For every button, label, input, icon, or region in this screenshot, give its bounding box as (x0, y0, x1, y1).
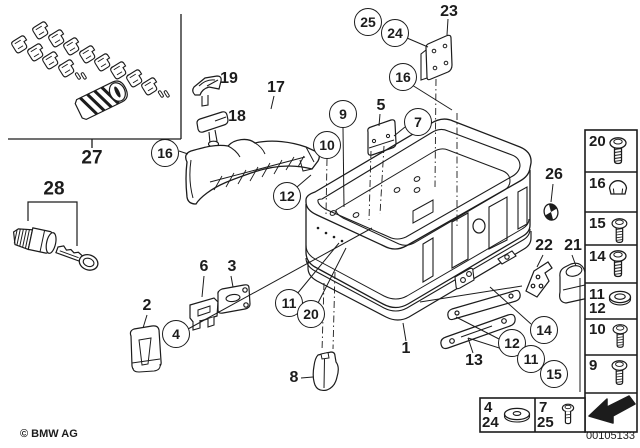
callout-circle-24: 24 (381, 19, 409, 47)
legend-label-14: 14 (589, 248, 606, 265)
callout-circle-16-top: 16 (389, 63, 417, 91)
callout-circle-10: 10 (313, 131, 341, 159)
hinge-bracket-22 (525, 261, 553, 298)
part-label-1: 1 (401, 340, 411, 357)
lock-barrel (74, 80, 128, 121)
lock-cylinder (12, 227, 57, 254)
table-label-25: 25 (537, 414, 554, 431)
part-label-21: 21 (564, 237, 582, 254)
legend-label-16: 16 (589, 175, 606, 192)
part-label-18: 18 (228, 108, 246, 125)
carrier-bracket-17 (185, 138, 320, 205)
table-label-4: 4 (484, 399, 493, 416)
case-front-hole-dots (316, 226, 344, 243)
part-label-8: 8 (289, 369, 299, 386)
latch-cover-21 (559, 262, 591, 304)
part-label-6: 6 (199, 258, 209, 275)
hinge-bar-13 (440, 313, 516, 350)
copyright-text: © BMW AG (20, 428, 78, 440)
doc-number: 00105133 (586, 430, 635, 442)
table-label-24: 24 (482, 414, 499, 431)
part-label-26: 26 (545, 166, 563, 183)
key (55, 245, 99, 271)
hinge-fittings (454, 250, 517, 290)
callout-circle-25: 25 (354, 8, 382, 36)
callout-circle-9: 9 (329, 100, 357, 128)
part-label-19: 19 (220, 70, 238, 87)
bracket-28 (27, 201, 78, 246)
part-label-23: 23 (440, 3, 458, 20)
legend-label-15: 15 (589, 215, 606, 232)
table-label-7: 7 (539, 399, 548, 416)
legend-label-11: 11 (589, 286, 605, 303)
plate-5 (367, 119, 397, 156)
leader-lines (142, 18, 581, 392)
bmw-emblem-26 (543, 203, 559, 221)
stud-18 (196, 111, 229, 148)
legend-label-9: 9 (589, 357, 598, 374)
cap-nut-icon (608, 180, 628, 195)
legend-icons (588, 137, 636, 424)
plate-3 (217, 284, 251, 314)
callout-circle-4: 4 (162, 320, 190, 348)
part-label-5: 5 (376, 97, 386, 114)
rubber-foot-8 (312, 351, 339, 392)
tumbler-region-frame (8, 14, 182, 148)
part-label-28: 28 (43, 178, 65, 200)
legend-label-10: 10 (589, 321, 606, 338)
callout-circle-12-left: 12 (273, 182, 301, 210)
callout-circle-20: 20 (297, 300, 325, 328)
washer-ring-icon (608, 290, 632, 306)
direction-arrow-icon (588, 395, 636, 424)
part-label-2: 2 (142, 297, 152, 314)
part-label-17: 17 (267, 79, 285, 96)
flat-washer-icon (503, 407, 531, 423)
legend-label-12: 12 (589, 300, 606, 317)
callout-circle-7: 7 (404, 108, 432, 136)
callout-circle-16-left: 16 (151, 139, 179, 167)
cover-2 (129, 325, 162, 373)
part-label-22: 22 (535, 237, 553, 254)
mount-plate-23 (420, 34, 453, 81)
callout-circle-14: 14 (530, 316, 558, 344)
case-body (305, 118, 532, 321)
part-label-27: 27 (81, 147, 103, 169)
hardware-legend-table (584, 129, 638, 433)
callout-circle-15: 15 (540, 360, 568, 388)
part-label-3: 3 (227, 258, 237, 275)
part-label-13: 13 (465, 352, 483, 369)
legend-label-20: 20 (589, 133, 606, 150)
